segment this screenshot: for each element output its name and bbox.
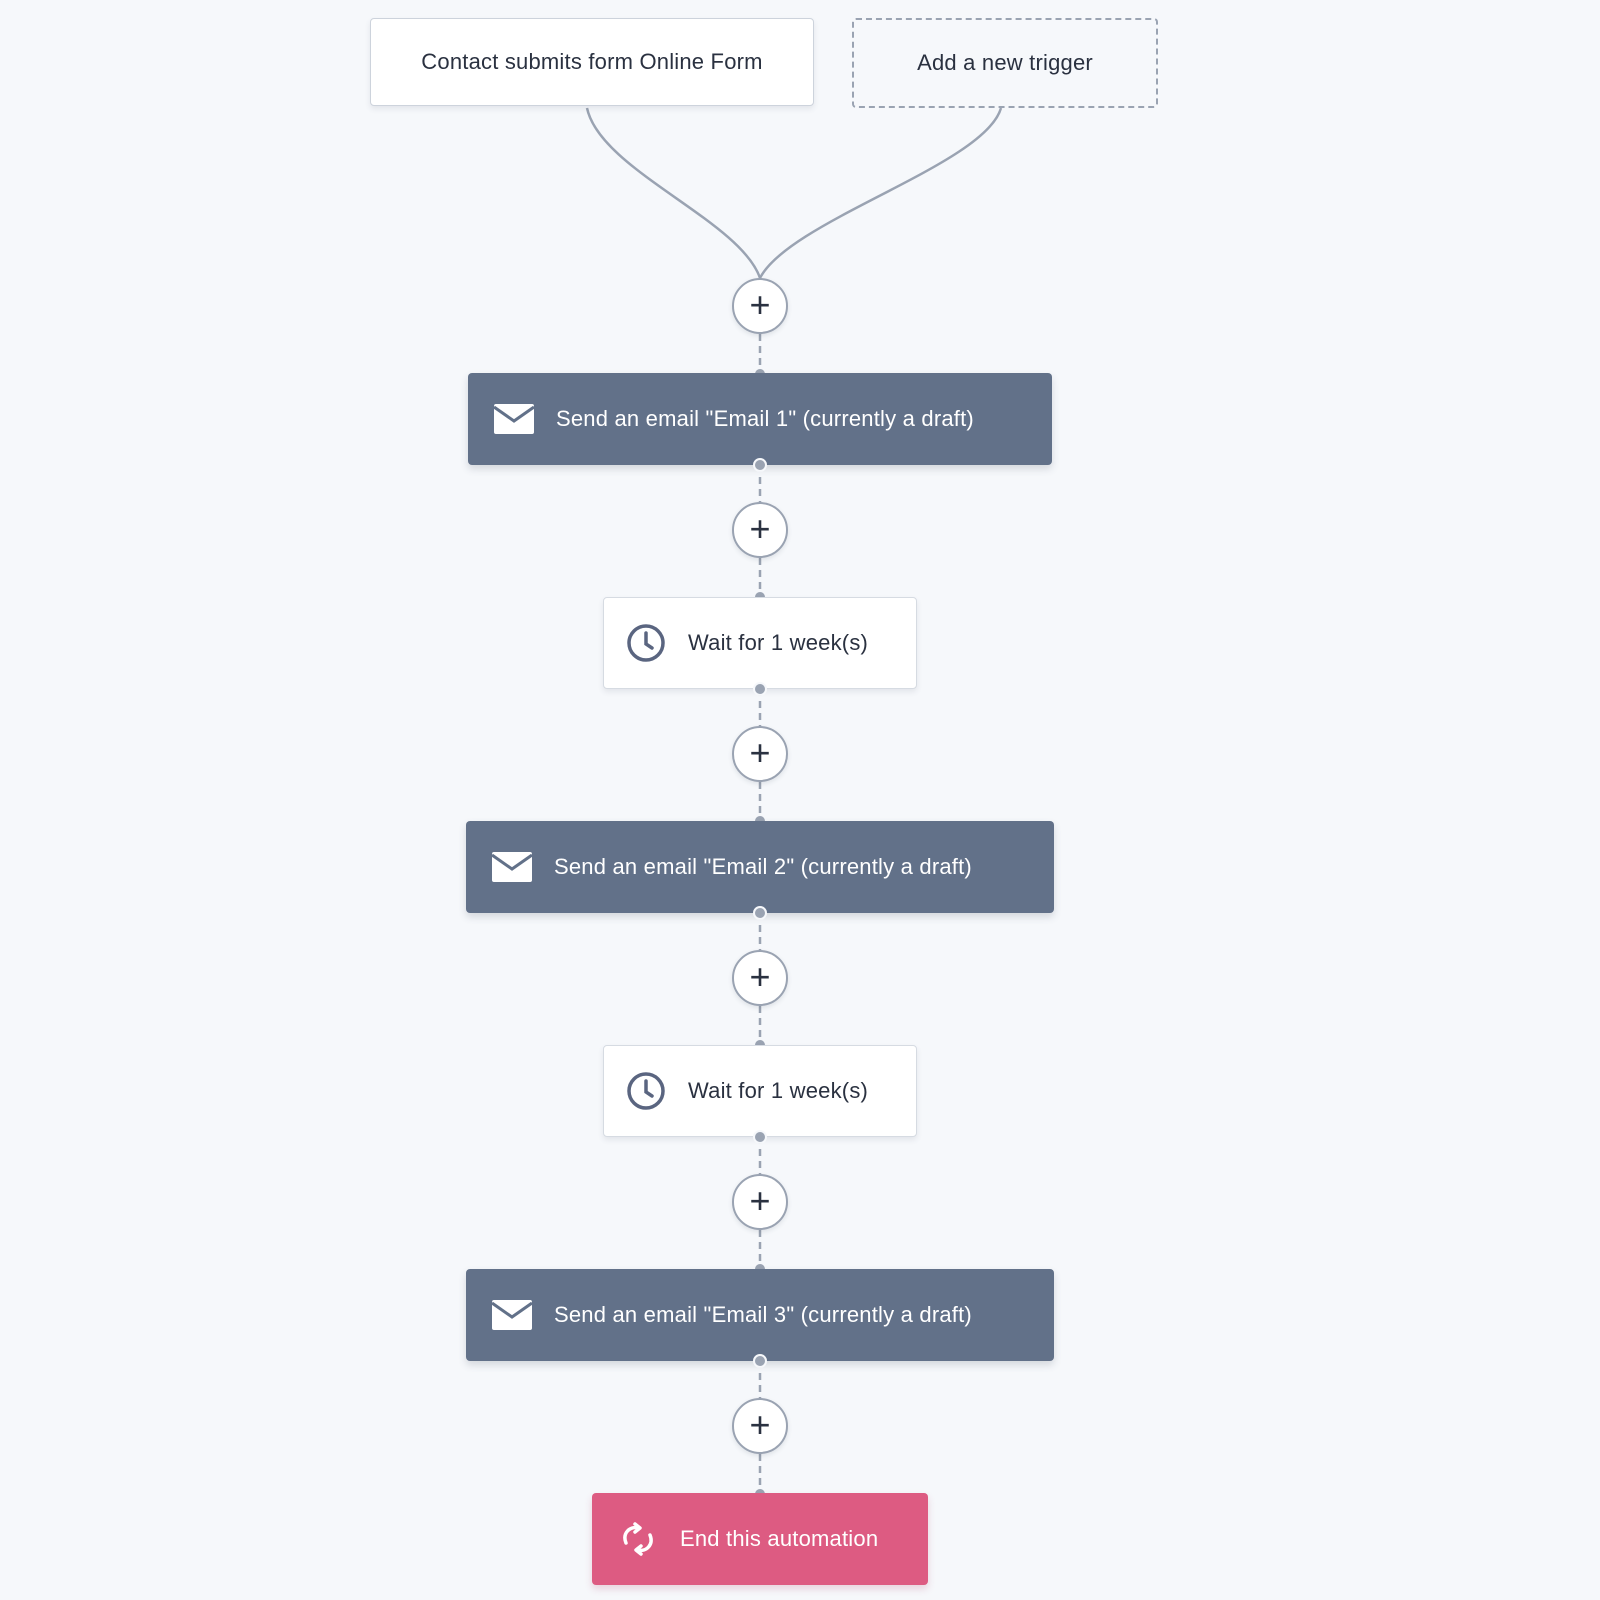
connector-dot — [753, 458, 767, 472]
step-label: Wait for 1 week(s) — [688, 1078, 869, 1103]
plus-icon: + — [749, 1403, 771, 1445]
add-step-button[interactable]: + — [732, 1398, 788, 1454]
step-label: Send an email "Email 3" (currently a dra… — [554, 1302, 972, 1327]
add-step-button[interactable]: + — [732, 502, 788, 558]
clock-icon — [626, 623, 666, 663]
add-trigger-label: Add a new trigger — [917, 50, 1093, 75]
trigger-label: Contact submits form Online Form — [421, 49, 763, 74]
step-label: Send an email "Email 1" (currently a dra… — [556, 406, 974, 431]
step-send-email-3[interactable]: Send an email "Email 3" (currently a dra… — [466, 1269, 1054, 1361]
step-wait-1[interactable]: Wait for 1 week(s) — [603, 597, 917, 689]
envelope-icon — [492, 1300, 532, 1330]
step-label: Wait for 1 week(s) — [688, 630, 869, 655]
connector-dot — [753, 682, 767, 696]
add-step-button[interactable]: + — [732, 726, 788, 782]
step-send-email-2[interactable]: Send an email "Email 2" (currently a dra… — [466, 821, 1054, 913]
add-trigger-button[interactable]: Add a new trigger — [852, 18, 1158, 108]
connector-dot — [753, 1354, 767, 1368]
step-wait-2[interactable]: Wait for 1 week(s) — [603, 1045, 917, 1137]
envelope-icon — [492, 852, 532, 882]
add-step-button[interactable]: + — [732, 278, 788, 334]
add-step-button[interactable]: + — [732, 1174, 788, 1230]
connector-dot — [753, 1130, 767, 1144]
step-label: Send an email "Email 2" (currently a dra… — [554, 854, 972, 879]
step-send-email-1[interactable]: Send an email "Email 1" (currently a dra… — [468, 373, 1052, 465]
plus-icon: + — [749, 283, 771, 325]
clock-icon — [626, 1071, 666, 1111]
step-end-automation[interactable]: End this automation — [592, 1493, 928, 1585]
plus-icon: + — [749, 955, 771, 997]
plus-icon: + — [749, 1179, 771, 1221]
trigger-contact-submits-form[interactable]: Contact submits form Online Form — [370, 18, 814, 106]
connector-dot — [753, 906, 767, 920]
plus-icon: + — [749, 507, 771, 549]
plus-icon: + — [749, 731, 771, 773]
step-label: End this automation — [680, 1526, 879, 1551]
envelope-icon — [494, 404, 534, 434]
loop-arrows-icon — [618, 1521, 658, 1557]
add-step-button[interactable]: + — [732, 950, 788, 1006]
